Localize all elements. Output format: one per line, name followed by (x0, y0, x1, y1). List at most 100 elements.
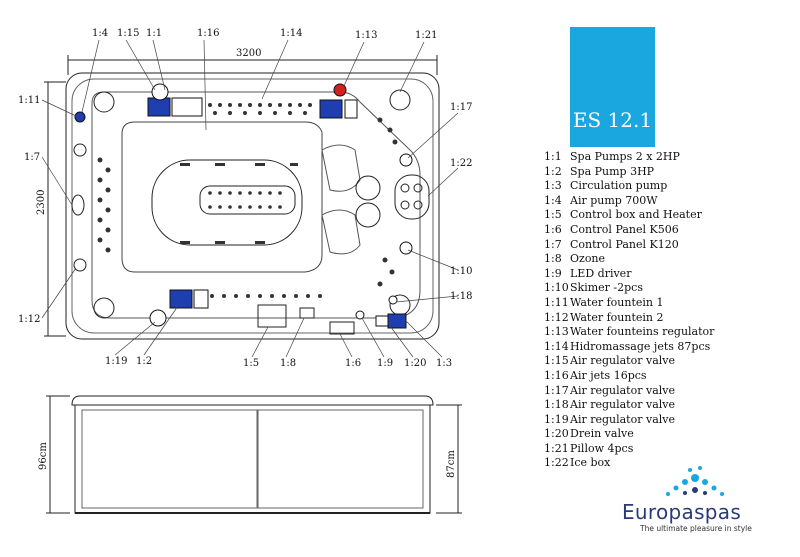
legend-code: 1:12 (544, 310, 569, 324)
top-view (44, 55, 440, 340)
model-badge (570, 27, 655, 147)
legend-code: 1:8 (544, 252, 562, 266)
footwell (121, 121, 323, 273)
legend-code: 1:21 (544, 441, 569, 455)
legend-code: 1:5 (544, 208, 562, 222)
label-1-1: 1:1 (146, 28, 162, 39)
legend-code: 1:6 (544, 222, 562, 236)
legend-text: Air regulator valve (570, 354, 675, 368)
legend-code: 1:13 (544, 325, 569, 339)
label-1-14: 1:14 (280, 28, 302, 39)
legend-text: Air pump 700W (570, 193, 658, 207)
legend-code: 1:20 (544, 427, 569, 441)
legend-item: 1:1 Spa Pumps 2 x 2HP (544, 150, 784, 165)
seating-area (91, 91, 421, 319)
legend-text: Air jets 16pcs (570, 368, 647, 382)
legend-text: Air regulator valve (570, 398, 675, 412)
label-1-18: 1:18 (450, 291, 472, 302)
label-1-12: 1:12 (18, 314, 40, 325)
label-1-9: 1:9 (377, 358, 393, 369)
label-1-8: 1:8 (280, 358, 296, 369)
legend-text: Water founteins regulator (570, 325, 715, 339)
label-1-20: 1:20 (404, 358, 426, 369)
label-1-11: 1:11 (18, 95, 40, 106)
water-founteins-regulator-icon (333, 83, 347, 97)
ozone (299, 307, 315, 319)
control-panel-k120 (71, 194, 85, 216)
legend-code: 1:7 (544, 237, 562, 251)
legend-text: Ozone (570, 252, 606, 266)
legend-text: Ice box (570, 456, 611, 470)
leader-lines (41, 39, 459, 358)
legend-text: Pillow 4pcs (570, 441, 634, 455)
legend-code: 1:4 (544, 193, 562, 207)
legend-item: 1:4 Air pump 700W (544, 194, 784, 209)
fountain-1 (73, 143, 87, 157)
side-top-rim (71, 395, 434, 406)
label-1-7: 1:7 (24, 152, 40, 163)
label-1-10: 1:10 (450, 266, 472, 277)
legend-code: 1:10 (544, 281, 569, 295)
label-1-3: 1:3 (436, 358, 452, 369)
legend-text: Spa Pumps 2 x 2HP (570, 150, 680, 163)
legend-code: 1:1 (544, 150, 562, 163)
legend-item: 1:5 Control box and Heater (544, 208, 784, 223)
legend-text: Spa Pump 3HP (570, 164, 655, 178)
width-value: 2300 (36, 190, 47, 215)
label-1-2: 1:2 (136, 356, 152, 367)
height-outer-value: 96cm (38, 442, 49, 470)
pillow (93, 91, 115, 113)
pillow (389, 89, 411, 111)
model-title: ES 12.1 (572, 108, 653, 132)
legend-text: Air regulator valve (570, 383, 675, 397)
legend-text: Water fountein 1 (570, 295, 664, 309)
legend-text: Control Panel K120 (570, 237, 679, 251)
air-pump-icon (74, 111, 86, 123)
legend-item: 1:7 Control Panel K120 (544, 238, 784, 253)
brand-tagline: The ultimate pleasure in style (640, 524, 752, 533)
circulation-pump (375, 313, 407, 329)
legend-text: Control box and Heater (570, 208, 702, 222)
label-1-22: 1:22 (450, 158, 472, 169)
part-labels: 1:4 1:15 1:1 1:16 1:14 1:13 1:21 1:11 1:… (18, 28, 472, 369)
side-cabinet (74, 404, 431, 514)
label-1-17: 1:17 (450, 102, 472, 113)
side-view (46, 395, 462, 514)
label-1-13: 1:13 (355, 30, 377, 41)
legend-code: 1:17 (544, 383, 569, 397)
legend-text: Circulation pump (570, 179, 668, 193)
label-1-16: 1:16 (197, 28, 219, 39)
legend-code: 1:16 (544, 368, 569, 382)
tub-inner-rim (71, 78, 434, 334)
legend-code: 1:9 (544, 266, 562, 280)
lounge-headrest (355, 175, 381, 201)
legend-text: Hidromassage jets 87pcs (570, 339, 711, 353)
height-inner-value: 87cm (446, 450, 457, 478)
legend-code: 1:22 (544, 456, 569, 470)
pillow (93, 297, 115, 319)
hydromassage-jets (97, 103, 398, 298)
legend-code: 1:14 (544, 339, 569, 353)
legend-text: LED driver (570, 266, 632, 280)
legend-code: 1:18 (544, 398, 569, 412)
brand-name: Europaspas (622, 500, 742, 524)
tub-outer-shell (65, 72, 440, 340)
label-1-21: 1:21 (415, 30, 437, 41)
legend-code: 1:19 (544, 412, 569, 426)
ice-box (394, 174, 430, 220)
label-1-15: 1:15 (117, 28, 139, 39)
legend-code: 1:3 (544, 179, 562, 193)
control-box-heater (257, 304, 287, 328)
